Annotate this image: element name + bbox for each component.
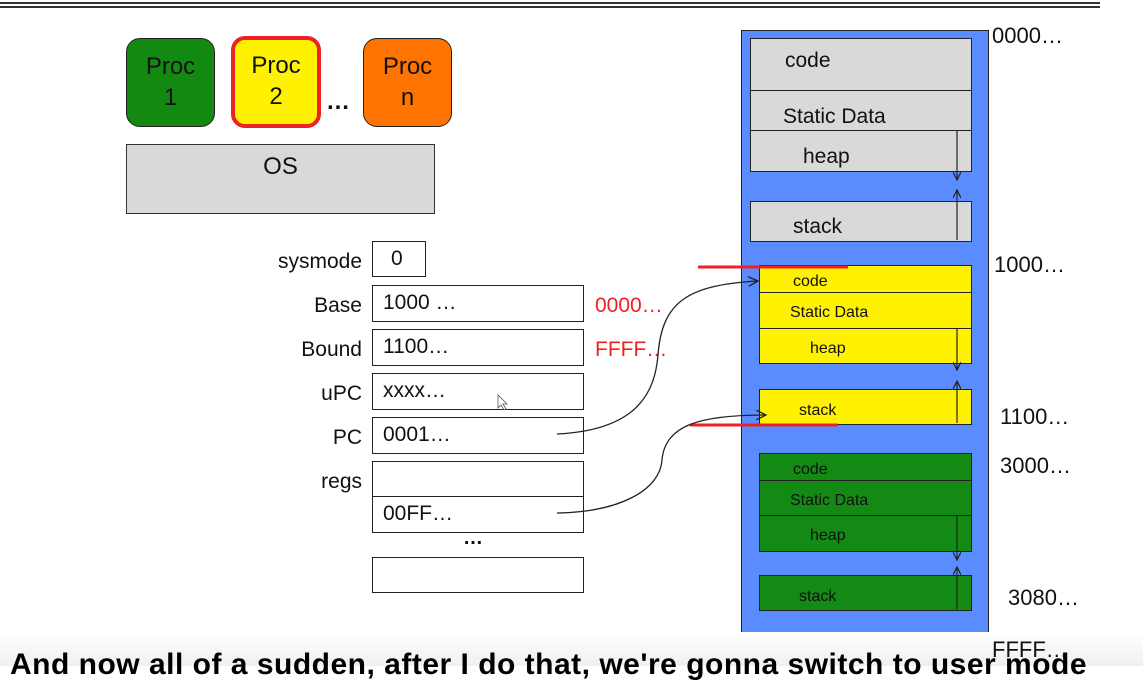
sysmode-register: 0 bbox=[372, 241, 426, 277]
os-label: OS bbox=[263, 153, 298, 180]
os-code-segment: code bbox=[750, 38, 972, 92]
register-pointer-arrow bbox=[556, 415, 766, 514]
address-label: 3080… bbox=[1008, 585, 1079, 610]
segment-label: Static Data bbox=[783, 105, 886, 128]
bound-register: 1100… bbox=[372, 329, 584, 366]
proc2-code-segment: code bbox=[759, 265, 972, 294]
proc1-code-segment: code bbox=[759, 453, 972, 482]
proc1-stack-segment: stack bbox=[759, 575, 972, 611]
proc2-heap-segment: heap bbox=[759, 328, 972, 364]
processes-ellipsis: … bbox=[326, 88, 351, 115]
base-value: 1000 … bbox=[383, 291, 457, 314]
process-box-2-active: Proc 2 bbox=[231, 36, 321, 128]
general-register-last bbox=[372, 557, 584, 593]
os-static-data-segment: Static Data bbox=[750, 90, 972, 132]
sysmode-value: 0 bbox=[391, 247, 403, 270]
segment-label: stack bbox=[799, 588, 837, 605]
segment-label: stack bbox=[793, 215, 843, 238]
base-label: Base bbox=[314, 294, 362, 317]
segment-label: code bbox=[793, 273, 828, 290]
segment-label: stack bbox=[799, 402, 837, 419]
process-number: 2 bbox=[269, 83, 283, 110]
registers-ellipsis: … bbox=[463, 527, 483, 549]
process-label: Proc bbox=[145, 53, 196, 80]
physical-memory: code Static Data heap stack code Static … bbox=[741, 30, 989, 644]
bound-value: 1100… bbox=[383, 335, 450, 358]
register-value: 00FF… bbox=[383, 502, 454, 525]
address-label: 1100… bbox=[1000, 404, 1070, 429]
bound-old-value-note: FFFF… bbox=[595, 338, 668, 361]
pc-register: 0001… bbox=[372, 417, 584, 454]
segment-label: code bbox=[785, 49, 831, 72]
segment-label: code bbox=[793, 461, 828, 478]
upc-label: uPC bbox=[321, 382, 362, 405]
address-label: FFFF… bbox=[992, 637, 1068, 662]
segment-label: Static Data bbox=[790, 492, 869, 509]
general-register-1: 00FF… bbox=[372, 496, 584, 533]
base-register: 1000 … bbox=[372, 285, 584, 322]
address-label: 1000… bbox=[994, 252, 1065, 277]
segment-label: Static Data bbox=[790, 304, 869, 321]
base-old-value-note: 0000… bbox=[595, 294, 663, 317]
proc2-static-data-segment: Static Data bbox=[759, 292, 972, 330]
proc1-heap-segment: heap bbox=[759, 515, 972, 552]
segment-label: heap bbox=[803, 145, 850, 168]
os-heap-segment: heap bbox=[750, 130, 972, 172]
caption-bar bbox=[0, 632, 1143, 666]
address-label: 0000… bbox=[992, 23, 1063, 48]
os-stack-segment: stack bbox=[750, 201, 972, 242]
os-box: OS bbox=[126, 144, 435, 214]
pc-value: 0001… bbox=[383, 423, 451, 446]
process-label: Proc bbox=[251, 52, 301, 79]
process-number: n bbox=[400, 84, 415, 111]
process-box-1: Proc 1 bbox=[126, 38, 215, 127]
general-register-0 bbox=[372, 461, 584, 498]
title-rule-bottom bbox=[0, 6, 1100, 8]
segment-label: heap bbox=[810, 527, 846, 544]
segment-label: heap bbox=[810, 340, 846, 357]
sysmode-label: sysmode bbox=[277, 250, 362, 273]
process-number: 1 bbox=[163, 84, 178, 111]
pc-label: PC bbox=[332, 426, 362, 449]
process-box-n: Proc n bbox=[363, 38, 452, 127]
proc1-static-data-segment: Static Data bbox=[759, 480, 972, 517]
title-rule-top bbox=[0, 2, 1100, 4]
upc-register: xxxx… bbox=[372, 373, 584, 410]
process-label: Proc bbox=[382, 53, 433, 80]
regs-label: regs bbox=[321, 470, 362, 493]
bound-label: Bound bbox=[301, 338, 362, 361]
proc2-stack-segment: stack bbox=[759, 389, 972, 425]
upc-value: xxxx… bbox=[383, 379, 446, 402]
subtitle-caption: And now all of a sudden, after I do that… bbox=[10, 648, 1088, 681]
address-label: 3000… bbox=[1000, 453, 1071, 478]
